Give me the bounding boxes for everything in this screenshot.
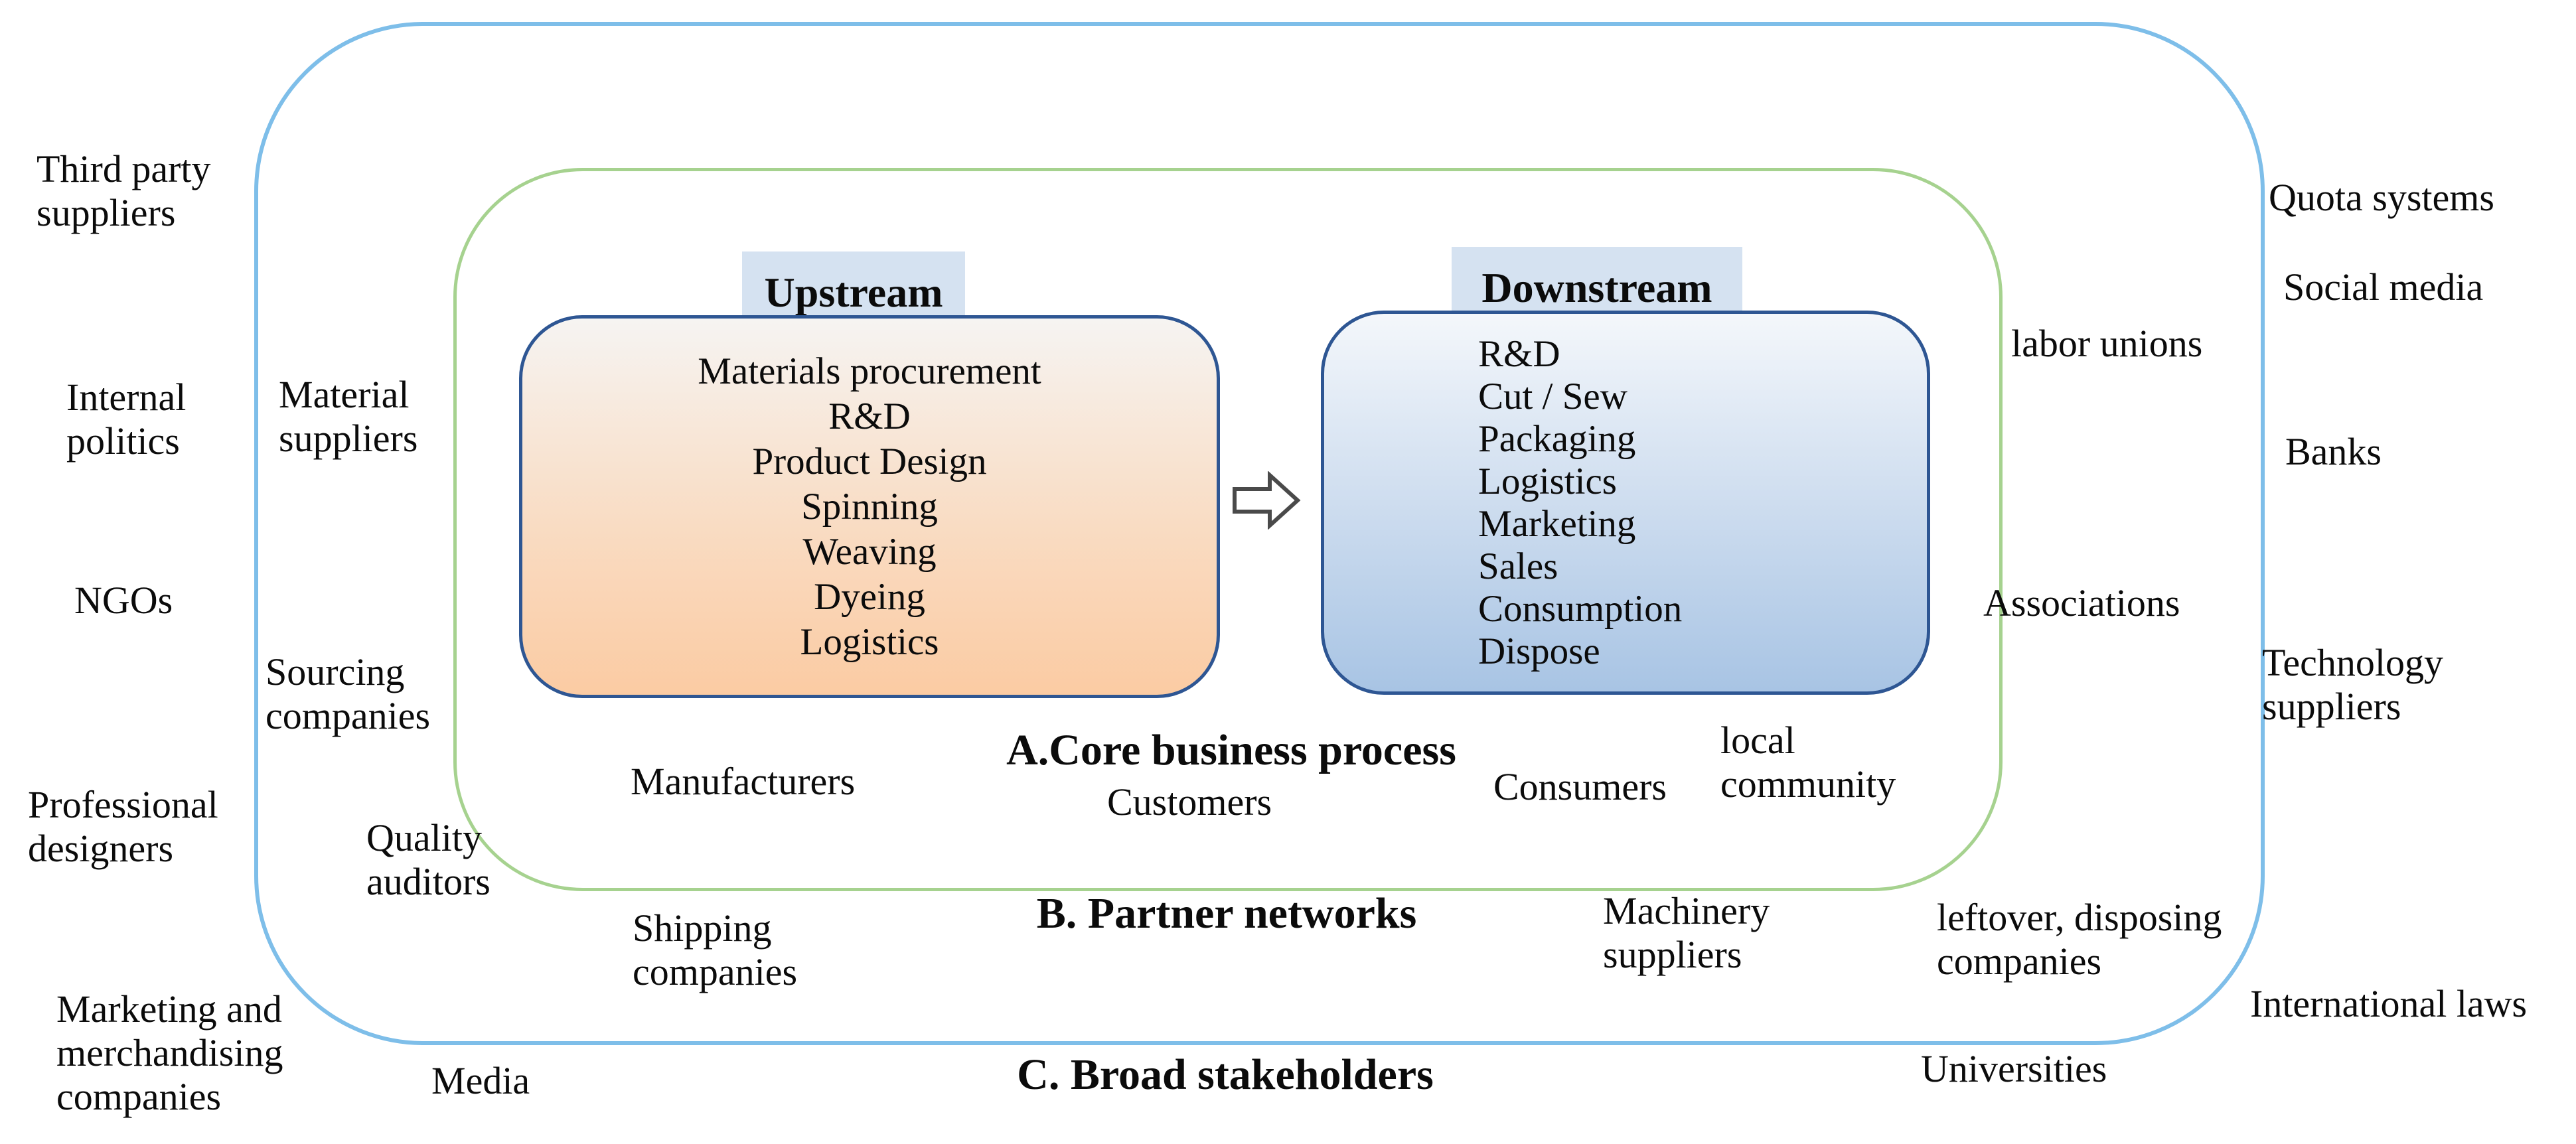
downstream-item: Dispose xyxy=(1478,630,1600,672)
label-professional-designers: Professional designers xyxy=(28,783,218,870)
downstream-item: Logistics xyxy=(1478,460,1617,502)
label-machinery-suppliers: Machinery suppliers xyxy=(1603,889,1770,976)
downstream-item: Marketing xyxy=(1478,502,1636,545)
label-international-laws: International laws xyxy=(2250,982,2528,1025)
label-universities: Universities xyxy=(1921,1047,2107,1090)
downstream-item: Packaging xyxy=(1478,417,1636,460)
downstream-header-label: Downstream xyxy=(1481,264,1712,311)
label-local-community: local community xyxy=(1720,719,1896,806)
label-technology-suppliers: Technology suppliers xyxy=(2262,641,2443,728)
label-leftover-disposing-companies: leftover, disposing companies xyxy=(1937,896,2222,983)
downstream-process-box: R&D Cut / Sew Packaging Logistics Market… xyxy=(1321,311,1930,695)
label-shipping-companies: Shipping companies xyxy=(633,906,798,993)
downstream-item: Cut / Sew xyxy=(1478,375,1628,417)
partner-networks-ring xyxy=(453,168,2003,891)
label-associations: Associations xyxy=(1983,581,2180,624)
upstream-item: Weaving xyxy=(802,530,937,573)
label-customers: Customers xyxy=(1107,780,1272,823)
label-marketing-merchandising-companies: Marketing and merchandising companies xyxy=(56,987,283,1118)
label-quota-systems: Quota systems xyxy=(2269,176,2494,219)
upstream-process-box: Materials procurement R&D Product Design… xyxy=(519,315,1220,698)
upstream-item: Logistics xyxy=(800,620,939,663)
label-ngos: NGOs xyxy=(74,579,173,622)
upstream-item: Materials procurement xyxy=(698,350,1041,392)
label-internal-politics: Internal politics xyxy=(66,376,187,463)
upstream-item: R&D xyxy=(828,395,911,437)
downstream-header-highlight: Downstream xyxy=(1452,247,1742,313)
upstream-header-label: Upstream xyxy=(764,269,943,316)
label-manufacturers: Manufacturers xyxy=(631,760,856,803)
label-banks: Banks xyxy=(2285,430,2382,473)
broad-stakeholders-ring xyxy=(254,22,2265,1045)
upstream-item: Dyeing xyxy=(814,575,925,618)
core-business-process-label: A.Core business process xyxy=(1006,726,1456,774)
partner-networks-label: B. Partner networks xyxy=(1036,889,1417,938)
broad-stakeholders-label: C. Broad stakeholders xyxy=(1017,1050,1434,1099)
label-social-media: Social media xyxy=(2283,265,2484,309)
upstream-header-highlight: Upstream xyxy=(742,251,965,318)
label-quality-auditors: Quality auditors xyxy=(366,816,491,903)
label-labor-unions: labor unions xyxy=(2011,322,2203,365)
label-third-party-suppliers: Third party suppliers xyxy=(37,147,211,234)
label-sourcing-companies: Sourcing companies xyxy=(265,650,431,737)
label-media: Media xyxy=(431,1059,530,1102)
downstream-item: Consumption xyxy=(1478,587,1683,630)
upstream-item: Product Design xyxy=(752,440,987,482)
downstream-item: Sales xyxy=(1478,545,1558,587)
label-material-suppliers: Material suppliers xyxy=(279,373,418,460)
upstream-item: Spinning xyxy=(801,485,938,528)
flow-arrow-right-icon xyxy=(1231,470,1301,530)
downstream-item: R&D xyxy=(1478,332,1560,375)
label-consumers: Consumers xyxy=(1493,765,1667,808)
